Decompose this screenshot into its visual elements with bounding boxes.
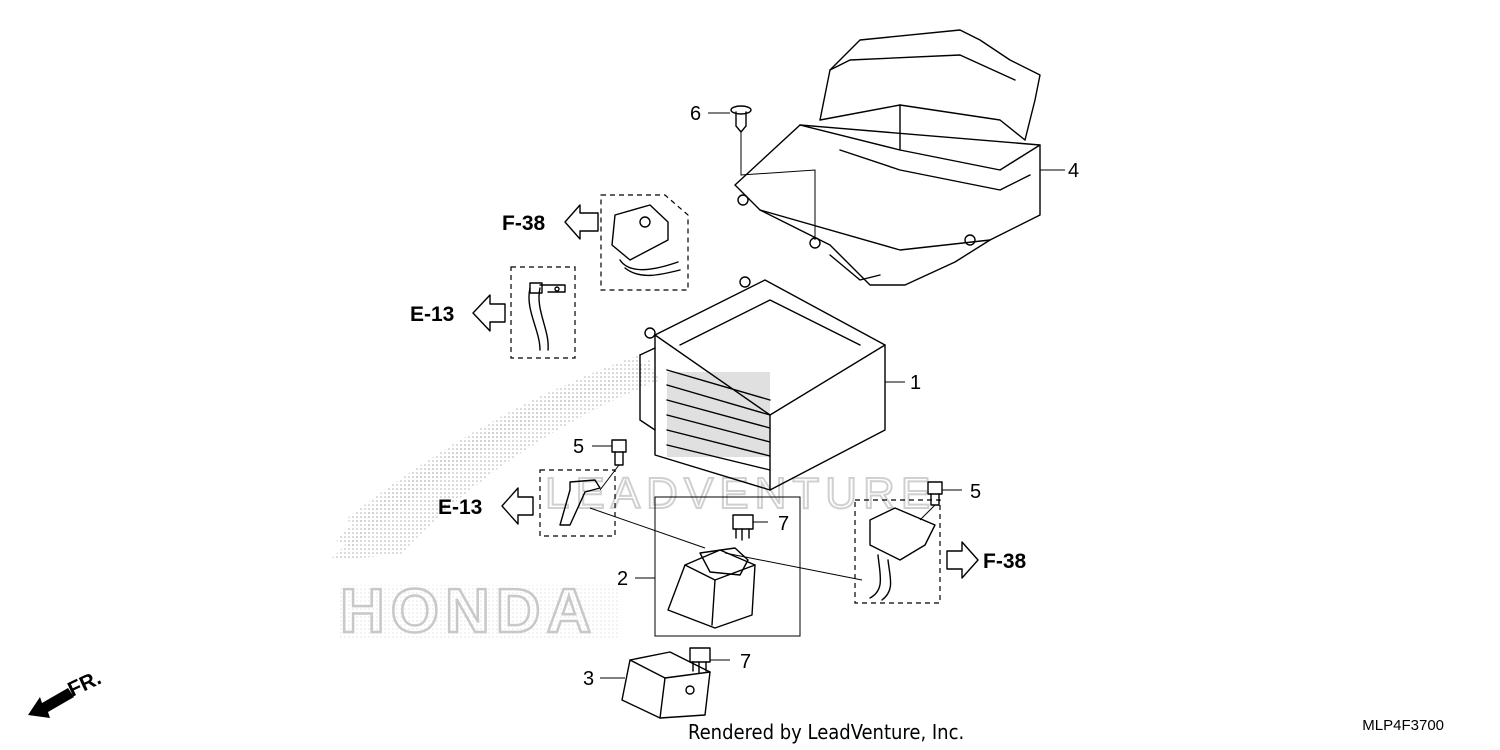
arrow-left-icon — [472, 294, 506, 332]
leader-line-6 — [740, 132, 816, 240]
relay-group — [654, 496, 801, 637]
part-number-1[interactable]: 1 — [910, 372, 921, 394]
cable-group-bottom — [539, 469, 616, 537]
leader-line-relay-a — [589, 507, 706, 549]
arrow-left-icon — [501, 487, 534, 525]
ref-label-e13-top[interactable]: E-13 — [410, 303, 454, 326]
leader-line-relay-b — [724, 552, 863, 581]
part-number-3[interactable]: 3 — [583, 668, 594, 690]
terminal-cover-group-right — [854, 499, 941, 604]
leadventure-watermark: LEADVENTURE — [545, 469, 936, 518]
arrow-right-icon — [946, 541, 979, 579]
terminal-cover-group-top — [600, 194, 689, 291]
diagram-code: MLP4F3700 — [1362, 717, 1444, 734]
part-number-7-top[interactable]: 7 — [778, 513, 789, 535]
ref-label-f38-right[interactable]: F-38 — [983, 550, 1027, 573]
fuse-part-7-bottom — [689, 647, 711, 674]
ref-label-f38-top[interactable]: F-38 — [502, 212, 546, 235]
part-number-6[interactable]: 6 — [690, 103, 701, 125]
front-direction-arrow-icon — [28, 688, 74, 718]
part-number-4[interactable]: 4 — [1068, 160, 1079, 182]
leader-line-5a2 — [599, 464, 620, 491]
fuse-part-7-top — [732, 514, 754, 541]
part-number-5-right[interactable]: 5 — [970, 481, 981, 503]
battery-tray — [734, 29, 1041, 286]
relay-cover — [621, 651, 711, 719]
brand-watermark: HONDA — [340, 577, 597, 646]
part-number-7-bottom[interactable]: 7 — [740, 651, 751, 673]
part-number-2[interactable]: 2 — [617, 568, 628, 590]
footer-credit: Rendered by LeadVenture, Inc. — [688, 720, 965, 744]
leader-line-5b2 — [919, 504, 936, 521]
cable-group-top — [510, 266, 576, 359]
clip-part-6 — [730, 105, 752, 133]
arrow-left-icon — [564, 204, 599, 240]
ref-label-e13-bottom[interactable]: E-13 — [438, 496, 482, 519]
part-number-5-left[interactable]: 5 — [573, 436, 584, 458]
battery — [639, 276, 886, 491]
bolt-part-5-left — [611, 439, 627, 466]
honda-wing-watermark — [330, 355, 660, 640]
